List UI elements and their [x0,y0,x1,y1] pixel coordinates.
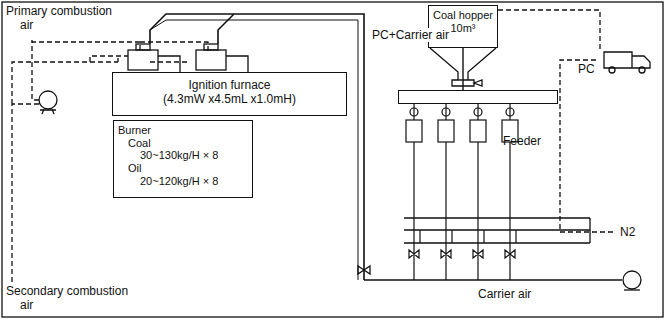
feeder-pipe [509,142,510,280]
feed-connector [462,48,463,90]
blower-stand [624,289,640,290]
burner-head [204,44,218,50]
furnace-box: Ignition furnace(4.3mW x4.5mL x1.0mH) [112,72,347,116]
air-label: Primary combustion air [6,4,120,33]
feeder-pipe [445,142,446,280]
part-label: Feeder [503,135,541,149]
flow-label: PC+Carrier air [372,28,449,42]
feeder-unit [470,120,486,142]
valve-symbol [506,108,514,116]
spec-text: Oil [118,162,248,175]
secondary-air-duct [150,61,190,62]
spec-text: 30~130kg/H × 8 [118,149,248,162]
truck-wheel [609,67,615,73]
node-text: Coal hopper [433,9,493,22]
burner-port [158,56,248,72]
rotary-valve [452,80,482,86]
n2-branch [515,230,516,243]
n2-branch [451,230,452,243]
flow-label: PC [578,62,595,76]
node-text: Ignition furnace [117,79,342,93]
feeder-bar: Feeder [398,90,558,104]
spec-text: Coal [118,137,248,150]
valve-symbol [441,250,451,258]
spec-text: 20~120kg/H × 8 [118,175,248,188]
feeder-pipe [445,104,446,120]
box-heading: Burner [118,124,248,137]
frame [2,2,663,317]
feeder-pipe [413,142,414,280]
n2-dashed-line [560,60,616,232]
truck-symbol [604,52,650,68]
valve-symbol [442,108,450,116]
feeder-pipe [477,104,478,120]
valve-symbol [505,250,515,258]
truck-wheel [639,67,645,73]
feeder-pipe [477,142,478,280]
flow-label: Carrier air [478,287,531,301]
feeder-unit [438,120,454,142]
node-text: (4.3mW x4.5mL x1.0mH) [117,93,342,107]
pc-pipe [218,14,234,44]
blower-symbol [39,91,57,109]
burner-symbol [196,50,226,70]
n2-branch [419,230,420,243]
pc-supply-line [498,10,600,52]
valve-symbol [474,108,482,116]
primary-air-duct [32,40,208,52]
secondary-air-duct [12,56,128,282]
burner-symbol [128,50,158,70]
blower-symbol [623,271,641,289]
valve-symbol [410,108,418,116]
burner-box: BurnerCoal30~130kg/H × 8Oil20~120kg/H × … [113,120,253,198]
carrier-air-line [364,279,622,281]
air-label: Secondary combustion air [6,284,130,313]
gas-label: N2 [620,225,635,239]
burner-head [136,44,150,50]
n2-header [404,218,590,243]
n2-branch [483,230,484,243]
feeder-pipe [509,104,510,120]
blower-stand [40,109,56,114]
feeder-unit [406,120,422,142]
valve-symbol [409,250,419,258]
feeder-pipe [413,104,414,120]
valve-symbol [358,266,370,274]
valve-symbol [473,250,483,258]
